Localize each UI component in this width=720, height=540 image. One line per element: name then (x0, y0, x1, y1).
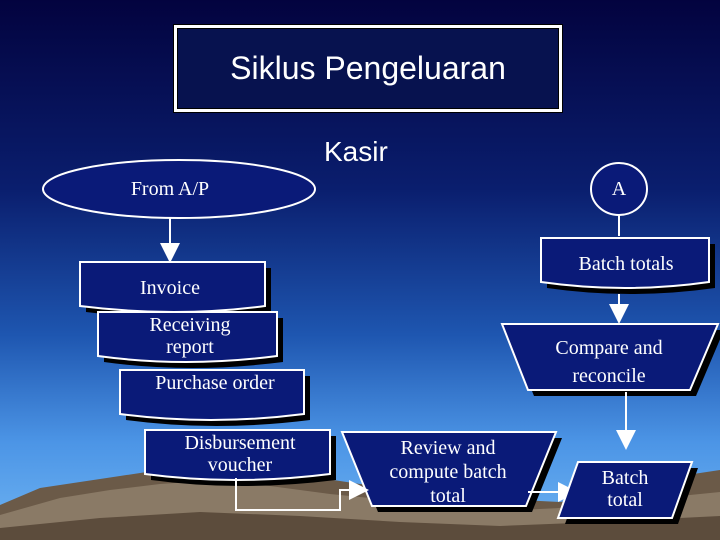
slide-title: Siklus Pengeluaran (230, 50, 506, 86)
document-batch-totals-shape (540, 237, 715, 294)
from-ap-terminal-shape (42, 159, 316, 219)
arrow-to-review (235, 478, 369, 511)
purchase-order-label: Purchase order (155, 372, 275, 394)
slide-subtitle: Kasir (324, 136, 388, 167)
receiving-report-label: Receiving report (149, 314, 231, 358)
title-box: Siklus Pengeluaran (174, 25, 562, 112)
disbursement-voucher-label: Disbursement voucher (184, 432, 296, 476)
document-invoice-shape (79, 261, 271, 318)
parallelogram-batch-total-shape (556, 461, 698, 524)
batch-totals-label: Batch totals (578, 253, 674, 275)
invoice-label: Invoice (140, 277, 200, 299)
document-disbursement-voucher-shape (144, 429, 336, 486)
document-purchase-order-shape (119, 369, 310, 426)
batch-total-label: Batch total (601, 467, 649, 511)
compare-reconcile-label: Compare and reconcile (555, 337, 663, 387)
manual-operation-compare-shape (500, 323, 720, 396)
connector-a-label: A (611, 178, 627, 200)
document-receiving-report-shape (97, 311, 283, 368)
review-compute-label: Review and compute batch total (389, 437, 507, 507)
from-ap-label: From A/P (130, 178, 210, 200)
